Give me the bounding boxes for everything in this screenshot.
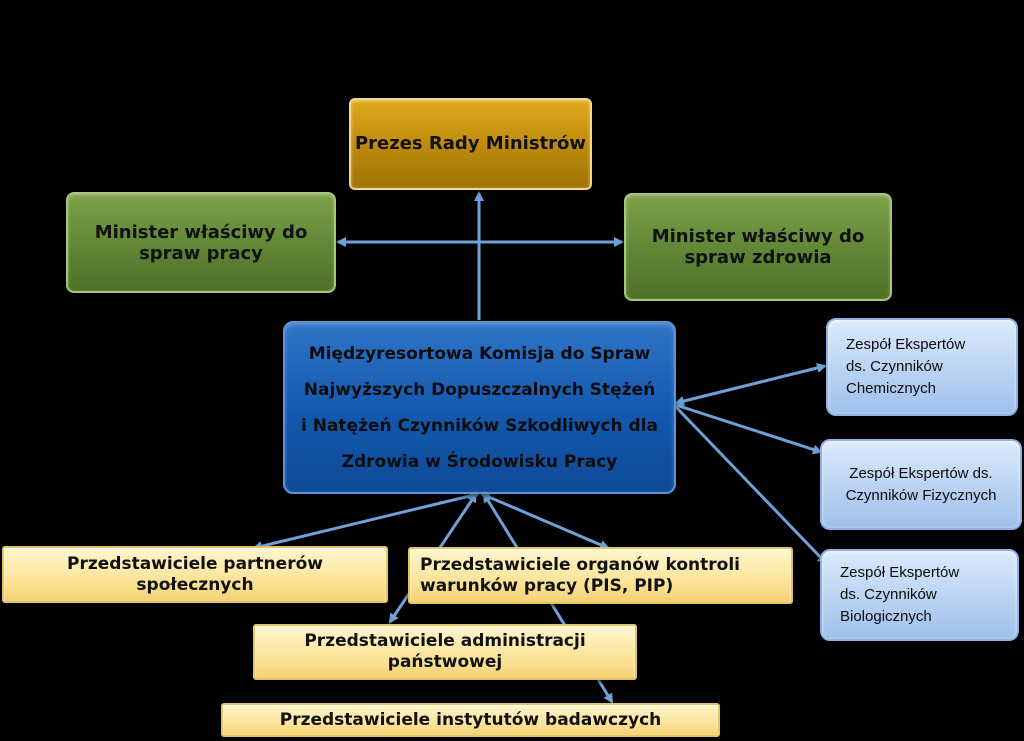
expert-team-physical-box: Zespół Ekspertów ds. Czynników Fizycznyc… bbox=[820, 439, 1022, 530]
social-partners-label: Przedstawiciele partnerów społecznych bbox=[67, 553, 323, 595]
minister-health-box: Minister właściwy do spraw zdrowia bbox=[624, 193, 892, 301]
minister-labour-label: Minister właściwy do spraw pracy bbox=[94, 221, 308, 264]
state-administration-box: Przedstawiciele administracji państwowej bbox=[253, 624, 637, 680]
expert-team-chemical-label: Zespół Ekspertów ds. Czynników Chemiczny… bbox=[846, 336, 966, 397]
commission-box: Międzyresortowa Komisja do Spraw Najwyżs… bbox=[283, 321, 676, 494]
labour-inspection-box: Przedstawiciele organów kontroli warunkó… bbox=[408, 547, 793, 604]
minister-health-label: Minister właściwy do spraw zdrowia bbox=[651, 226, 865, 268]
prime-minister-label: Prezes Rady Ministrów bbox=[354, 133, 587, 154]
expert-team-biological-label: Zespół Ekspertów ds. Czynników Biologicz… bbox=[840, 564, 960, 625]
labour-inspection-label: Przedstawiciele organów kontroli warunkó… bbox=[420, 554, 740, 596]
minister-labour-box: Minister właściwy do spraw pracy bbox=[66, 192, 336, 293]
connector-experts-physical bbox=[675, 403, 823, 455]
prime-minister-box: Prezes Rady Ministrów bbox=[349, 98, 592, 190]
state-administration-label: Przedstawiciele administracji państwowej bbox=[304, 631, 586, 672]
commission-label: Międzyresortowa Komisja do Spraw Najwyżs… bbox=[300, 343, 659, 472]
research-institutes-box: Przedstawiciele instytutów badawczych bbox=[221, 703, 720, 737]
social-partners-box: Przedstawiciele partnerów społecznych bbox=[2, 546, 388, 603]
research-institutes-label: Przedstawiciele instytutów badawczych bbox=[279, 709, 662, 730]
expert-team-physical-label: Zespół Ekspertów ds. Czynników Fizycznyc… bbox=[845, 464, 997, 504]
expert-team-chemical-box: Zespół Ekspertów ds. Czynników Chemiczny… bbox=[826, 318, 1018, 416]
connector-experts-biological bbox=[674, 405, 828, 565]
expert-team-biological-box: Zespół Ekspertów ds. Czynników Biologicz… bbox=[820, 549, 1019, 641]
connector-experts-chemical bbox=[674, 363, 827, 406]
